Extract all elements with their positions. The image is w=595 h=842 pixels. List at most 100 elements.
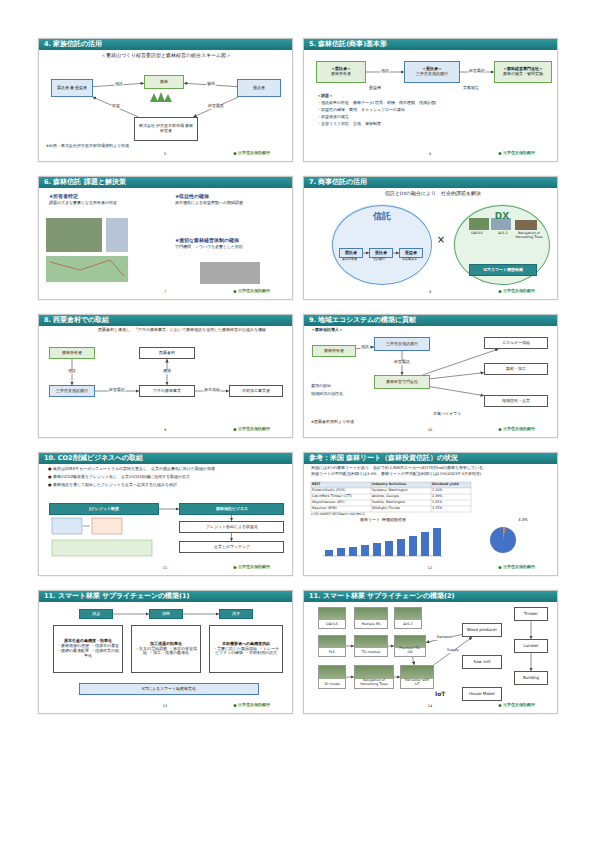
connector-arrow (93, 83, 144, 86)
process-box: 西粟倉村 (139, 347, 195, 359)
node-text: 課題の大きな要素となる所有者の特定 (49, 200, 165, 205)
bank-logo: 三井住友信託銀行 (503, 427, 553, 432)
text-label: 14 (420, 704, 440, 708)
connector-arrow (430, 387, 484, 396)
process-box: 企業とのマッチング (179, 541, 284, 553)
node-text: 受託者 (372, 251, 390, 256)
connector-arrow (346, 677, 354, 678)
process-box: 森林 (144, 75, 184, 89)
node-text: 森林の施業・管理実施 (497, 72, 549, 77)
node-heading: ★収益性の確保 (175, 194, 285, 200)
node-text: 森林所有者 (52, 351, 92, 356)
edge-label: 経営委託 (394, 361, 411, 365)
slide-title: 4. 家族信託の活用 (39, 39, 292, 50)
edge-label: Demand (436, 637, 452, 641)
edge-label: 信託 (68, 370, 77, 374)
text-label: 業務報告 (463, 86, 489, 90)
process-box: 百年の森林事業 (139, 385, 195, 397)
edge-label: 信託 (114, 83, 123, 87)
node-text: House Maker (465, 692, 499, 697)
text-label: IoT (435, 690, 457, 697)
image-card: Navigation of Harvesting Trees (354, 665, 394, 689)
text-label: PotlatchDeltic (PCH) (312, 489, 370, 493)
text-label: 9 (155, 428, 175, 432)
text-label: Spokane, Washington (372, 489, 430, 493)
scheme-box (92, 518, 122, 534)
text-label: Dividend yield (432, 483, 472, 487)
text-label: 林業事業体 (397, 258, 421, 262)
slide-panel: 5. 森林信託(商事)基本形＜委託者＞森林所有者＜受託者＞三井住友信託銀行＜森林… (303, 38, 558, 162)
text-label: Wildlight, Florida (372, 507, 430, 511)
slide-title: 9. 地域エコシステムの構築に貢献 (304, 315, 557, 326)
image-card: Precision TD-DB (394, 635, 426, 657)
text-label: 森林所有者 (337, 258, 361, 262)
text-label: REIT (312, 483, 370, 487)
process-box: 加工流通の効率化・丸太の需給調整 ・原木の安定供給 ・加工・流通の最適化 (131, 625, 201, 673)
node-text: Harvester with IoT (403, 679, 431, 687)
table-header (311, 482, 471, 488)
node-text: 株式会社 伊万里木材市場 森林経営者 (137, 124, 195, 134)
text-label: ＜里親山づくり経営委託型と森林経営の組合スキーム図＞ (58, 53, 273, 58)
circle-fill (453, 204, 549, 284)
node-text: 製材・加工 (487, 367, 545, 372)
photo (46, 218, 102, 252)
slide-panel: 11. スマート林業 サプライチェーンの構築(1)川上川中川下原木生産の高精度・… (38, 590, 293, 714)
bank-logo: 三井住友信託銀行 (503, 703, 553, 708)
node-text: UAV/LS (321, 623, 343, 627)
process-box: 木材加工事業者 (229, 385, 283, 397)
text-label: Rayonier (RYN) (312, 507, 370, 511)
text-label: 6 (420, 152, 440, 156)
text-label: 2.49% (432, 495, 472, 499)
process-box: ★収益性の確保原木価格による収益変動への期間調整 (173, 193, 287, 215)
connector-arrow (113, 614, 149, 615)
process-box: 川中 (149, 609, 183, 619)
node-text: 森林経営専門会社 (377, 380, 427, 385)
text-label: 信託とDXの融合により、社会的課題を解決 (353, 191, 513, 196)
connector-arrow (531, 653, 532, 671)
node-text: ・森林資源の把握 ・伐採木の選定 ・路網の最適配置 ・伐採作業の効率化 (56, 644, 120, 658)
bank-logo: 三井住友信託銀行 (503, 151, 553, 156)
image-card: UAV/LS (318, 607, 346, 629)
node-heading: ★適切な森林経営体制の確保 (175, 238, 285, 244)
process-box: 三井住友信託銀行 (374, 337, 430, 351)
process-box: Wood producer (462, 623, 502, 637)
process-box: ICTによるスマート精密林業化 (79, 683, 259, 695)
process-box: 森林所有者 (312, 345, 356, 357)
process-box: 地域住民・企業 (484, 395, 548, 407)
connector-arrow (159, 509, 179, 510)
text-label: ● 森林のCO2吸収量をクレジット化し、企業のCO2削減に活用する取組が拡大 (48, 475, 283, 480)
slide-panel: 11. スマート林業 サプライチェーンの構築(2)UAV/LSMultiple … (303, 590, 558, 714)
text-label: 西粟倉村と連携し、『百年の森林事業』において森林信託を活用した森林経営の仕組みを… (98, 328, 288, 333)
connector-arrow (430, 373, 484, 379)
node-text: 企業とのマッチング (182, 545, 281, 550)
process-box: 受益者 (399, 248, 423, 258)
text-label: 8 (420, 290, 440, 294)
node-text: Jクレジット制度 (52, 507, 156, 512)
node-text: 森林所有者 (315, 349, 353, 354)
process-box: 森林経営専門会社 (374, 375, 430, 389)
concept-circle: 信託委託者受託者受益者 (332, 205, 432, 285)
node-text: Navigation of Harvesting Trees (357, 679, 391, 687)
node-text: 森林 (147, 80, 181, 85)
text-label: 信託銀行 (367, 258, 391, 262)
text-label: 3.35% (432, 507, 472, 511)
edge-label: 経営委託 (207, 105, 224, 109)
pie-slice (503, 527, 506, 540)
text-label: ALS-3 (491, 232, 515, 236)
image-card: PLS (318, 635, 346, 657)
connector-arrow (346, 646, 354, 647)
slide-title: 11. スマート林業 サプライチェーンの構築(1) (39, 591, 292, 602)
edge-label: 管理 (206, 83, 215, 87)
process-box: 森林所有者 (49, 347, 95, 359)
node-text: 三井住友信託銀行 (407, 72, 457, 77)
scheme-box (52, 540, 152, 556)
node-text: Lumber (517, 644, 545, 649)
text-label: Navigation of Harvesting Trees (513, 232, 545, 240)
text-label: × (433, 234, 449, 246)
bank-logo: 三井住友信託銀行 (238, 565, 288, 570)
node-text: ・需要に応じた製品供給 ・トレーサビリティの確保 ・木材利用の拡大 (212, 647, 280, 657)
text-label: CatchMark Timber (CTT) (312, 495, 370, 499)
bank-logo: 三井住友信託銀行 (238, 289, 288, 294)
text-label: 7 (155, 290, 175, 294)
